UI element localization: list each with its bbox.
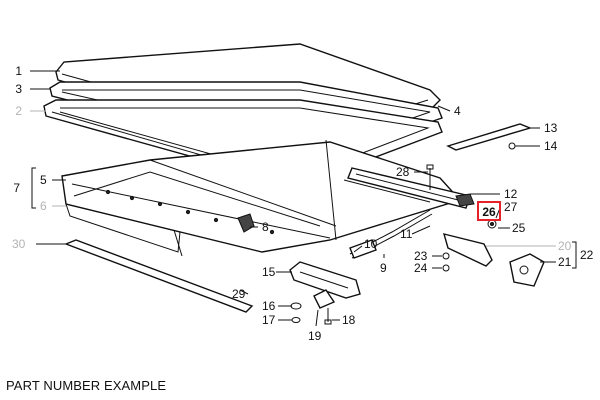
- cover-block: [455, 193, 475, 207]
- screw-16: [290, 302, 302, 310]
- callout-30: 30: [12, 237, 26, 251]
- callout-22: 22: [580, 248, 594, 262]
- callout-20: 20: [558, 239, 572, 253]
- callout-25: 25: [512, 221, 526, 235]
- callout-12: 12: [504, 187, 518, 201]
- callout-27: 27: [504, 200, 518, 214]
- callout-15: 15: [262, 265, 276, 279]
- callout-23: 23: [414, 249, 428, 263]
- screw: [442, 264, 450, 272]
- callout-1: 1: [15, 64, 22, 78]
- callout-18: 18: [342, 313, 356, 327]
- callout-29: 29: [232, 287, 246, 301]
- callout-3: 3: [15, 82, 22, 96]
- callout-7: 7: [13, 181, 20, 195]
- hinge-bracket: [509, 253, 545, 287]
- deflector-screw: [508, 142, 516, 150]
- leader-lines: [30, 70, 577, 327]
- callout-11: 11: [400, 227, 413, 241]
- callout-26: 26: [482, 205, 496, 219]
- lift-bracket: [442, 233, 493, 267]
- callout-2: 2: [15, 104, 22, 118]
- callout-19: 19: [308, 329, 322, 343]
- bolt: [426, 164, 434, 190]
- callout-14: 14: [544, 139, 558, 153]
- drive-cable: [349, 209, 433, 259]
- trim-strip: [64, 239, 254, 313]
- caption: PART NUMBER EXAMPLE: [6, 378, 167, 393]
- lift-plate: [289, 261, 361, 299]
- callout-21: 21: [558, 255, 572, 269]
- callout-17: 17: [262, 313, 276, 327]
- callout-6: 6: [40, 199, 47, 213]
- callout-13: 13: [544, 121, 558, 135]
- callout-4: 4: [454, 104, 461, 118]
- guide-rail: [347, 167, 471, 209]
- screw-17: [291, 317, 301, 323]
- callout-10: 10: [364, 237, 378, 251]
- washer: [487, 219, 497, 229]
- callout-9: 9: [380, 261, 387, 275]
- small-bracket: [313, 289, 336, 309]
- headliner-panel: [65, 203, 183, 257]
- nut: [442, 252, 450, 260]
- callout-28: 28: [396, 165, 410, 179]
- callout-24: 24: [414, 261, 428, 275]
- callout-8: 8: [262, 220, 269, 234]
- highlight-box: [477, 201, 501, 221]
- bolt-18: [324, 308, 332, 325]
- callout-5: 5: [40, 173, 47, 187]
- callout-16: 16: [262, 299, 276, 313]
